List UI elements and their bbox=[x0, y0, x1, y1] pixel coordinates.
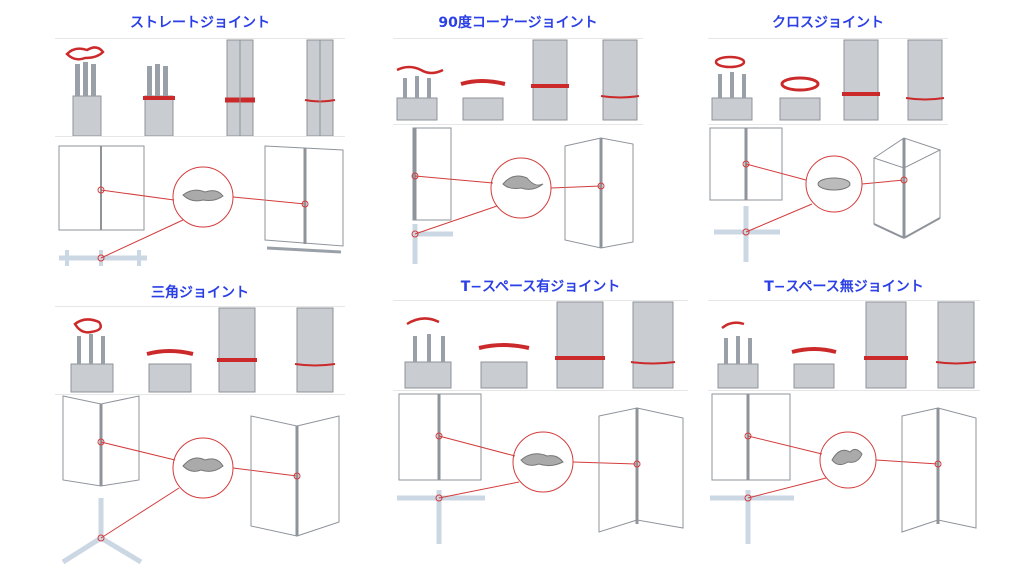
divider bbox=[393, 300, 688, 301]
divider bbox=[55, 136, 345, 137]
panel-t-spaced-joint: T−スペース有ジョイント bbox=[393, 276, 688, 566]
frame-detail-illustration bbox=[61, 395, 340, 565]
assembly-sequence-illustration bbox=[404, 301, 676, 389]
assembly-sequence-illustration bbox=[711, 39, 945, 121]
divider bbox=[708, 390, 980, 391]
divider bbox=[393, 390, 688, 391]
panel-title: T−スペース無ジョイント bbox=[764, 279, 924, 295]
frame-detail-illustration bbox=[58, 145, 344, 266]
panel-title: 三角ジョイント bbox=[151, 285, 249, 301]
divider bbox=[393, 124, 643, 125]
panel-title: クロスジョイント bbox=[772, 15, 884, 31]
assembly-sequence-illustration bbox=[717, 301, 977, 389]
panel-t-nospace-joint: T−スペース無ジョイント bbox=[708, 276, 980, 566]
divider bbox=[708, 38, 948, 39]
divider bbox=[55, 38, 345, 39]
divider bbox=[393, 38, 643, 39]
panel-triangle-joint: 三角ジョイント bbox=[55, 282, 345, 572]
divider bbox=[55, 306, 345, 307]
frame-detail-illustration bbox=[710, 393, 977, 544]
assembly-sequence-illustration bbox=[70, 307, 336, 393]
frame-detail-illustration bbox=[397, 393, 684, 544]
panel-title: T−スペース有ジョイント bbox=[460, 279, 621, 295]
assembly-sequence-illustration bbox=[396, 39, 640, 121]
panel-cross-joint: クロスジョイント bbox=[708, 12, 948, 272]
panel-straight-joint: ストレートジョイント bbox=[55, 12, 345, 272]
panel-title: ストレートジョイント bbox=[130, 15, 270, 31]
panel-corner90-joint: 90度コーナージョイント bbox=[393, 12, 643, 272]
divider bbox=[708, 124, 948, 125]
frame-detail-illustration bbox=[709, 127, 942, 262]
panel-title: 90度コーナージョイント bbox=[438, 15, 598, 31]
divider bbox=[708, 300, 980, 301]
assembly-sequence-illustration bbox=[65, 39, 336, 137]
frame-detail-illustration bbox=[411, 127, 634, 264]
divider bbox=[55, 394, 345, 395]
